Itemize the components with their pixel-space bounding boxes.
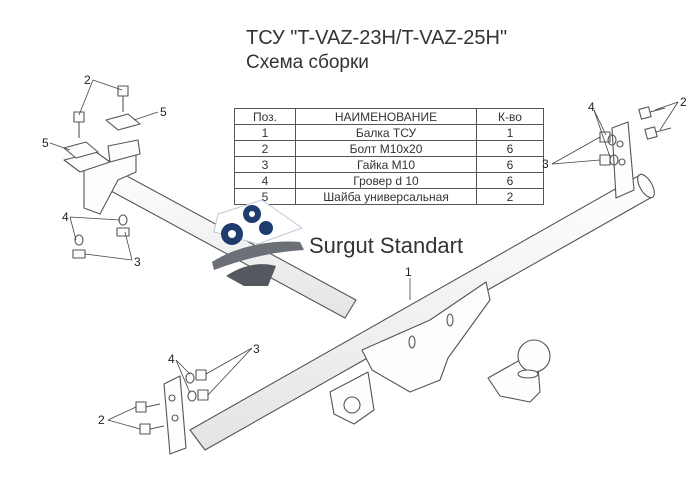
main-crossbar: [189, 173, 655, 451]
parts-table: Поз. НАИМЕНОВАНИЕ К-во 1 Балка ТСУ 1 2 Б…: [234, 108, 544, 205]
table-row: 2 Болт М10х20 6: [234, 140, 544, 157]
left-top-bolts: [73, 85, 129, 138]
center-mounting-plate: [361, 281, 491, 393]
callout-left-washer-left: 5: [42, 136, 49, 150]
column-header-name: НАИМЕНОВАНИЕ: [295, 108, 477, 125]
callout-right-nut: 3: [542, 157, 549, 171]
table-cell: 2: [476, 188, 544, 205]
callout-left-washer-right: 5: [160, 105, 167, 119]
callout-right-bolt: 2: [680, 95, 687, 109]
socket-plate: [329, 371, 375, 425]
callout-left-grover: 4: [62, 210, 69, 224]
left-grover-and-nut: [72, 214, 130, 259]
callout-bottom-bolt: 2: [98, 413, 105, 427]
left-bottom-side-plate: [163, 375, 187, 455]
callout-beam: 1: [405, 265, 412, 279]
left-top-washers: [63, 113, 141, 159]
callout-right-grover: 4: [588, 100, 595, 114]
table-cell: Шайба универсальная: [295, 188, 477, 205]
page-subtitle: Схема сборки: [246, 52, 369, 73]
table-row: 5 Шайба универсальная 2: [234, 188, 544, 205]
callout-bottom-grover: 4: [168, 352, 175, 366]
left-mounting-bracket: [63, 139, 141, 215]
right-side-plate: [611, 121, 635, 199]
callout-bottom-nut: 3: [253, 342, 260, 356]
brand-name: Surgut Standart: [309, 233, 464, 258]
brand-logo: [212, 199, 304, 286]
table-cell: Гайка М10: [295, 156, 477, 173]
tow-hook: [487, 339, 551, 403]
callout-left-nut: 3: [134, 255, 141, 269]
gear-icon: [259, 221, 273, 235]
callout-left-bolt: 2: [84, 73, 91, 87]
right-hardware: [599, 106, 672, 166]
bottom-hardware: [135, 369, 209, 435]
leader-lines: [49, 79, 679, 430]
page-title: ТСУ "T-VAZ-23H/T-VAZ-25H": [246, 27, 508, 49]
